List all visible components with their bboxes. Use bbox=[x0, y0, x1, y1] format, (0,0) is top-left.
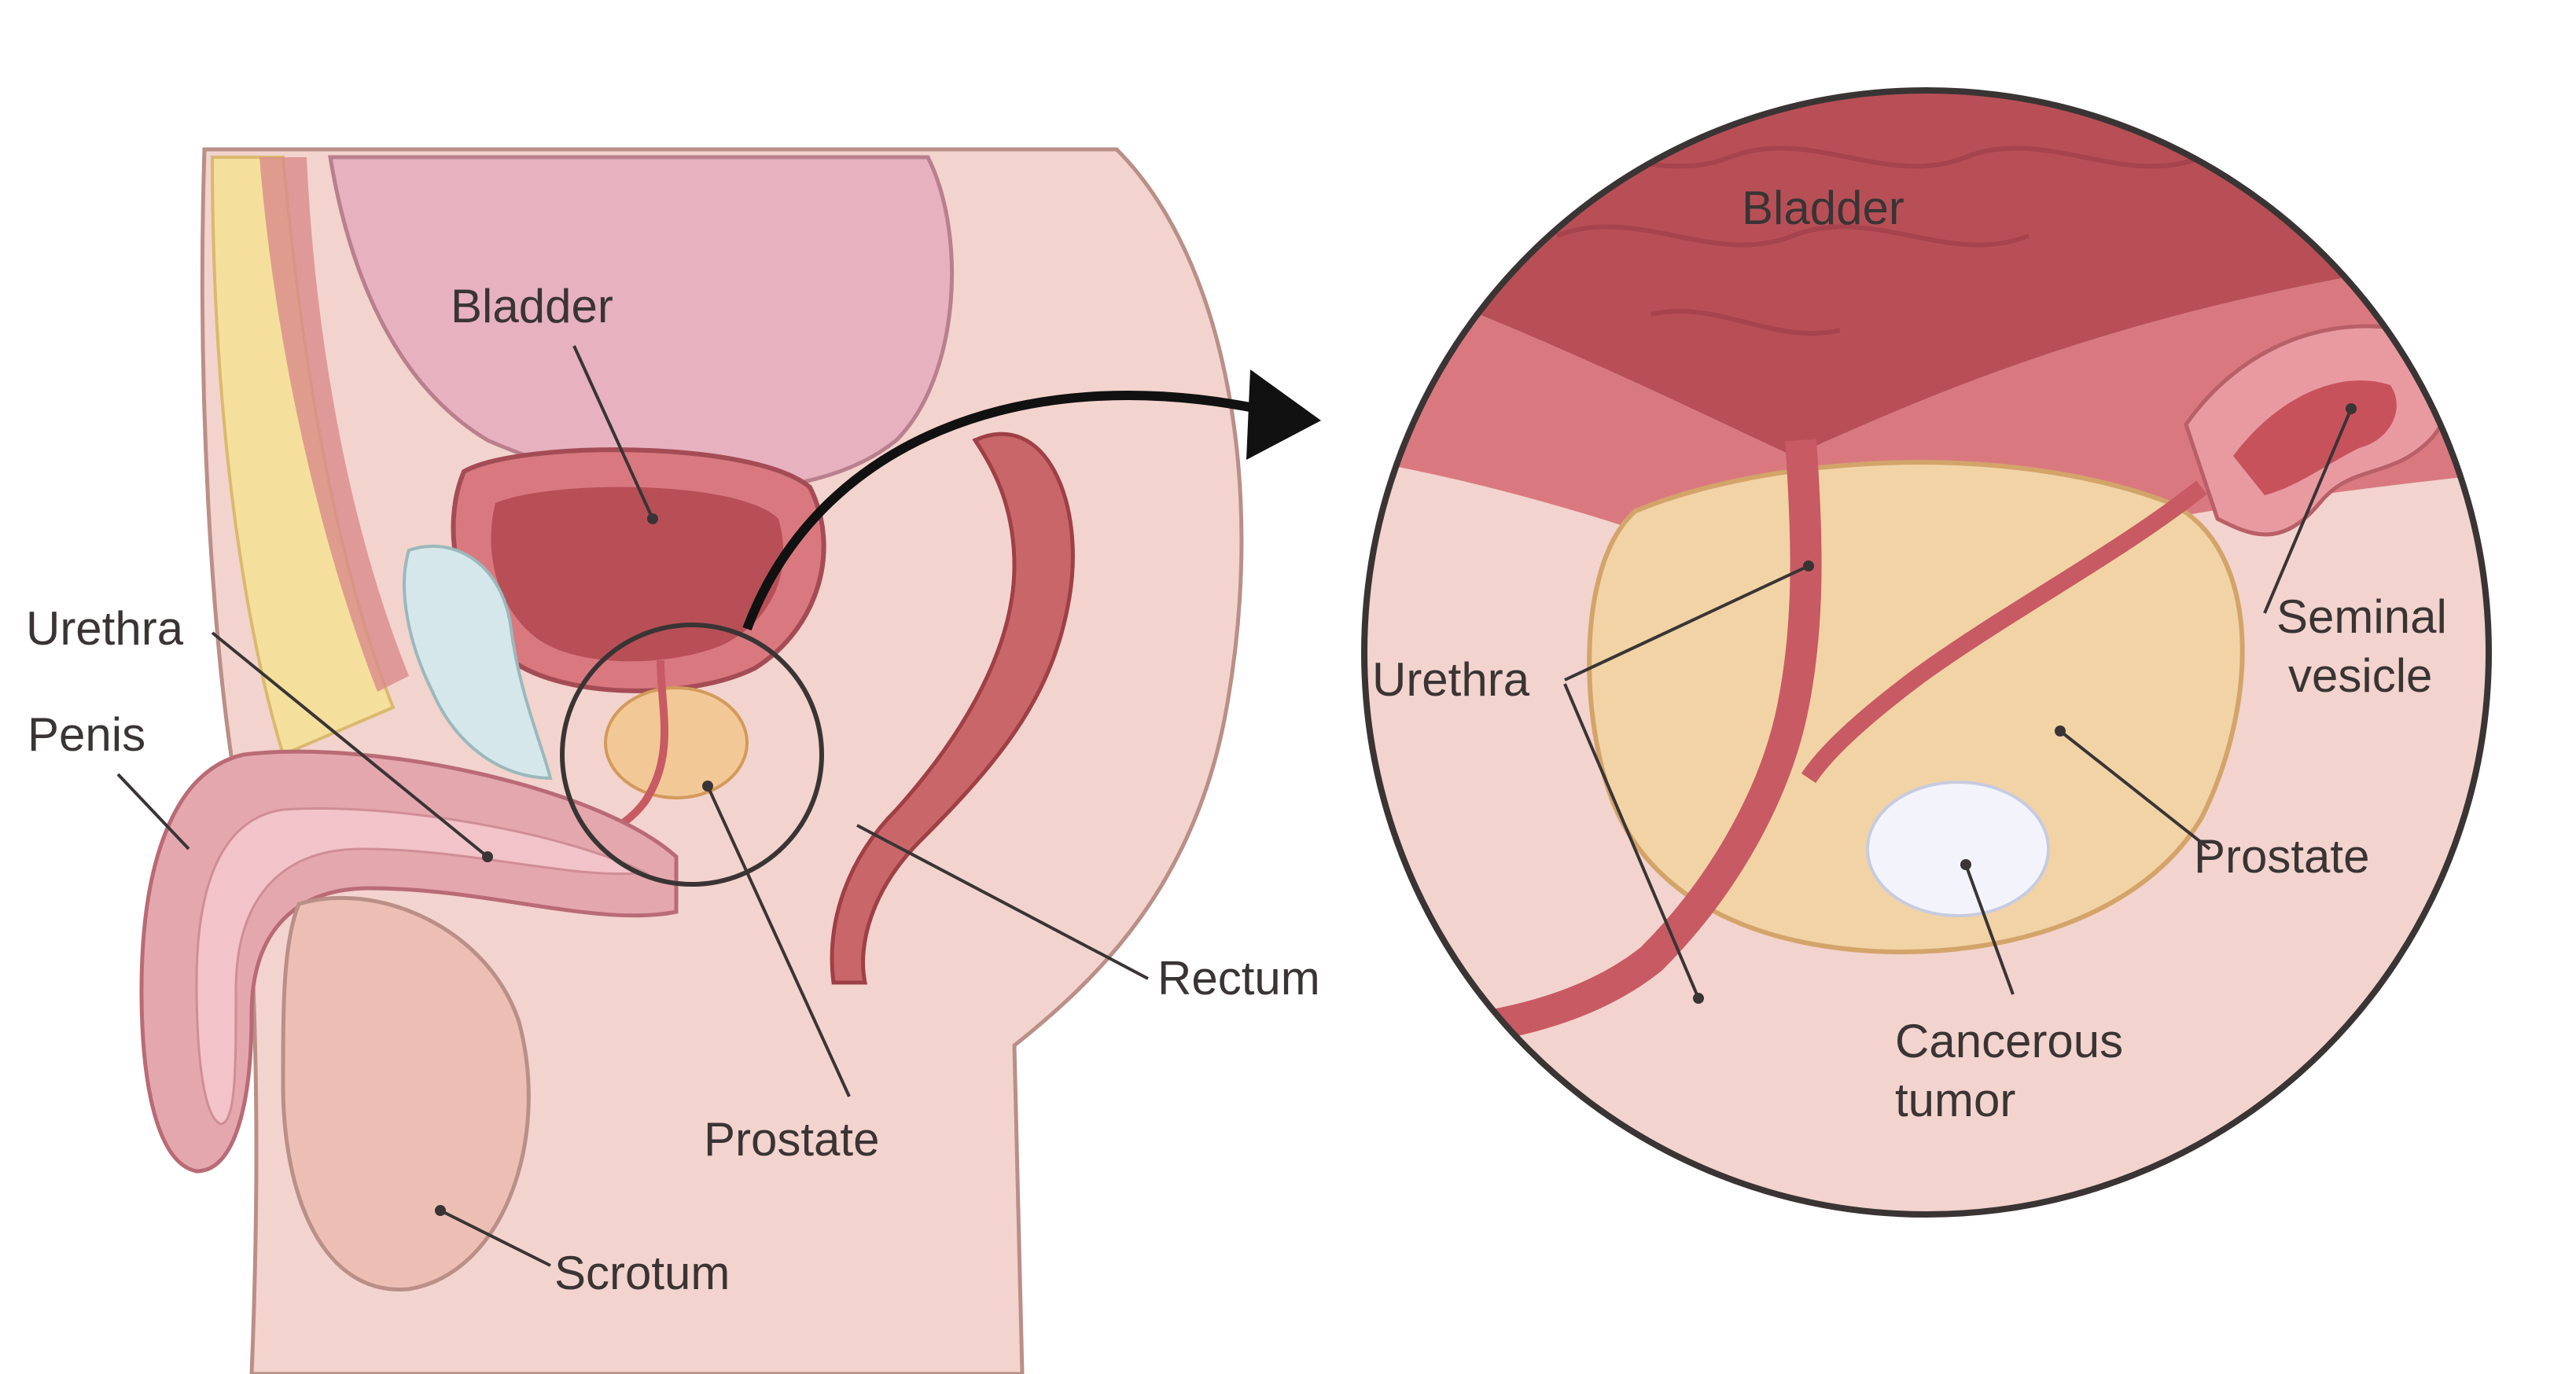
label-tumor-2: tumor bbox=[1895, 1074, 2015, 1126]
overview-labels: Bladder Urethra Penis Rectum Prostate Sc… bbox=[26, 280, 1320, 1299]
penis-erectile-tissue bbox=[195, 806, 650, 1126]
label-penis: Penis bbox=[28, 708, 145, 761]
label-scrotum: Scrotum bbox=[554, 1247, 730, 1299]
pubic-bone bbox=[403, 545, 553, 781]
label-prostate-overview: Prostate bbox=[704, 1113, 879, 1166]
label-prostate-magnified: Prostate bbox=[2194, 830, 2369, 883]
magnified-border bbox=[1361, 87, 2492, 1218]
label-urethra-overview: Urethra bbox=[26, 602, 184, 655]
label-bladder-overview: Bladder bbox=[451, 280, 613, 332]
scrotum-shape bbox=[281, 895, 531, 1291]
zoom-arrowhead bbox=[1246, 369, 1321, 460]
label-bladder-magnified: Bladder bbox=[1742, 182, 1904, 234]
bladder-overview-inner bbox=[491, 487, 784, 662]
tumor-shape bbox=[1866, 781, 2050, 917]
label-seminal-vesicle-1: Seminal bbox=[2276, 590, 2447, 643]
prostate-overview bbox=[604, 686, 749, 799]
overview-illustration bbox=[139, 147, 1321, 1374]
label-urethra-magnified: Urethra bbox=[1372, 653, 1530, 706]
magnified-labels: Bladder Urethra Seminal vesicle Prostate… bbox=[1372, 182, 2447, 1126]
label-seminal-vesicle-2: vesicle bbox=[2288, 649, 2432, 702]
abdominal-muscle bbox=[259, 157, 409, 692]
leader-lines bbox=[116, 345, 2357, 1267]
zoom-arrow bbox=[742, 391, 1260, 631]
label-tumor-1: Cancerous bbox=[1895, 1015, 2123, 1067]
magnify-circle bbox=[560, 623, 824, 887]
ejaculatory-duct bbox=[1801, 480, 2207, 784]
label-rectum: Rectum bbox=[1157, 952, 1320, 1005]
